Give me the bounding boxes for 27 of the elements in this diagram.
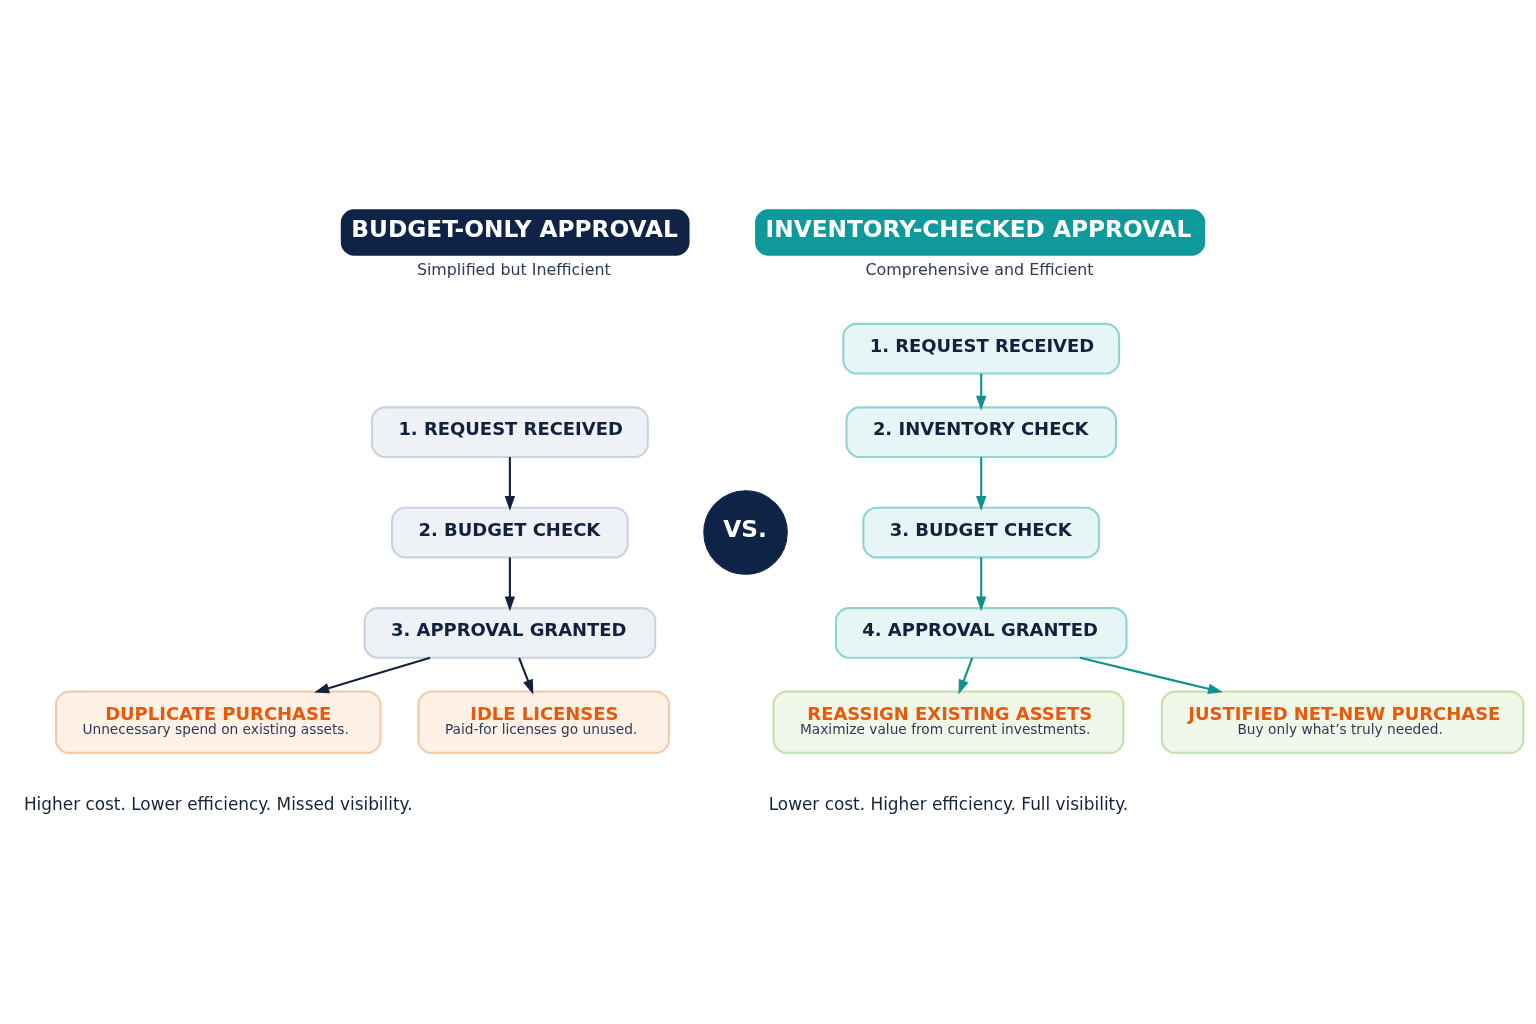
node-circle: VS. (703, 489, 788, 575)
label: Higher cost. Lower efficiency. Missed visibility. (23, 793, 413, 814)
node-box: DUPLICATE PURCHASE Unnecessary spend on existing assets. (54, 690, 382, 754)
arrow (504, 456, 516, 511)
node-box: IDLE LICENSES Paid-for licenses go unused. (417, 690, 670, 754)
node-box: 4. APPROVAL GRANTED (834, 606, 1128, 659)
node-box: BUDGET-ONLY APPROVAL (340, 208, 690, 256)
node-label: Simplified but Inefficient (416, 259, 611, 279)
arrow (518, 656, 534, 694)
node-box: 3. BUDGET CHECK (862, 506, 1101, 558)
arrow (976, 373, 987, 411)
arrow (314, 656, 431, 693)
arrow (976, 456, 987, 511)
node-box: 3. APPROVAL GRANTED (363, 606, 657, 659)
arrow (504, 556, 516, 611)
node-box: INVENTORY-CHECKED APPROVAL (755, 208, 1206, 256)
node-box: 1. REQUEST RECEIVED (370, 405, 649, 458)
arrow (958, 656, 974, 694)
node-box: 1. REQUEST RECEIVED (842, 322, 1121, 375)
arrow (1079, 656, 1223, 694)
arrow (976, 556, 987, 611)
node-box: REASSIGN EXISTING ASSETS Maximize value from current investments. (772, 690, 1125, 754)
label: Lower cost. Higher efficiency. Full visibility. (768, 793, 1129, 814)
node-box: 2. BUDGET CHECK (391, 506, 629, 558)
node-box: 2. INVENTORY CHECK (845, 405, 1117, 458)
node-box: JUSTIFIED NET-NEW PURCHASE Buy only what’s truly needed. (1160, 690, 1525, 754)
node-label: Comprehensive and Efficient (865, 259, 1094, 279)
